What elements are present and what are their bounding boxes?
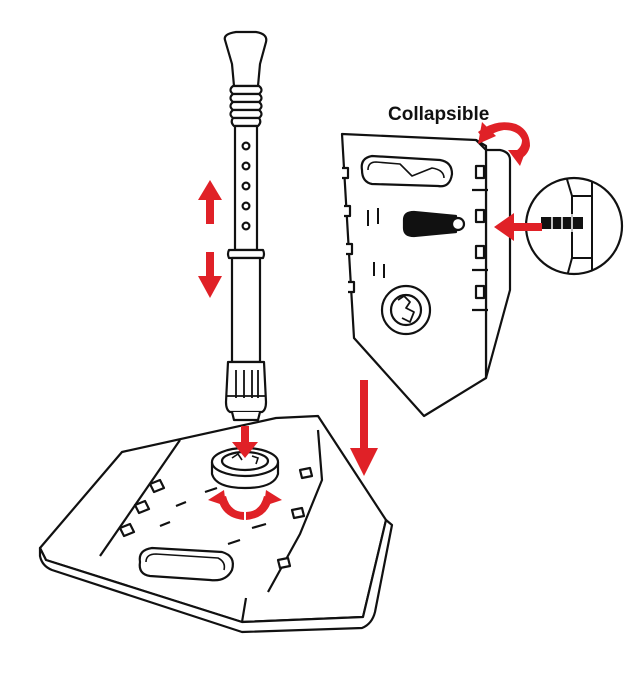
arrow-down-icon [232,426,258,458]
arrow-down-icon [198,252,222,298]
arrow-up-icon [198,180,222,224]
rotate-arrow-icon [478,122,530,166]
rotate-arrow-icon [208,490,282,520]
tee-base-plate [38,414,394,634]
arrow-down-icon [350,380,378,476]
arrow-left-icon [494,213,542,241]
tee-pole [223,30,268,422]
collapsible-label: Collapsible [388,104,489,125]
folded-base-panel [340,132,512,418]
